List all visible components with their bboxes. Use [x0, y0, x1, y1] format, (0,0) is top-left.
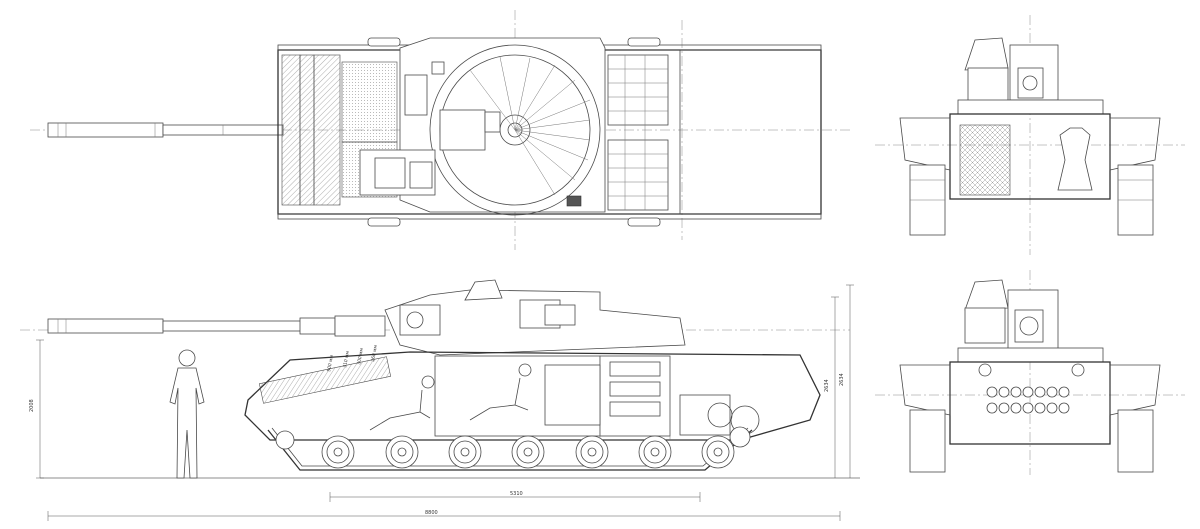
top-view [30, 10, 850, 250]
ammo-round [1046, 402, 1058, 414]
overall-length-label: 8800 [425, 510, 438, 516]
ammo-round [998, 386, 1010, 398]
armor-callout-2: 310 мм [342, 351, 351, 369]
armor-callout-3: 300 мм [356, 348, 365, 366]
ammo-round [998, 402, 1010, 414]
road-wheel [448, 435, 482, 469]
top-turret [359, 37, 606, 216]
ammo-round [986, 402, 998, 414]
side-crew [369, 363, 532, 431]
top-ammo-racks [607, 54, 669, 211]
track-length-label: 5310 [510, 491, 523, 497]
road-wheel [638, 435, 672, 469]
armor-callout-1: 500 мм [326, 355, 335, 373]
armor-callout-4: 260 мм [370, 345, 379, 363]
ammo-round [986, 386, 998, 398]
road-wheel [385, 435, 419, 469]
side-track [267, 426, 753, 471]
ammo-round [1022, 386, 1034, 398]
overall-height-label: 2634 [839, 373, 845, 386]
road-wheel [575, 435, 609, 469]
road-wheel [701, 435, 735, 469]
idler-wheel [275, 430, 295, 450]
armor-callouts: 500 мм 310 мм 300 мм 260 мм [326, 345, 379, 373]
human-height-label: 2008 [29, 399, 35, 412]
road-wheel [511, 435, 545, 469]
side-view: 500 мм 310 мм 300 мм 260 мм 2008 2634 26… [20, 279, 860, 521]
side-hull [244, 351, 821, 441]
side-gun-barrel [47, 315, 386, 337]
drive-sprocket [729, 426, 751, 448]
ammo-round [1046, 386, 1058, 398]
ammo-round [1034, 402, 1046, 414]
human-silhouette [169, 349, 205, 479]
ammo-round [1058, 402, 1070, 414]
dimension-lines: 2008 2634 2634 5310 8800 [29, 284, 854, 521]
top-wheel-hubs [367, 37, 661, 227]
rear-section-view [875, 270, 1185, 475]
hull-height-label: 2634 [824, 379, 830, 392]
front-section-view [875, 15, 1185, 255]
ammo-round [1010, 386, 1022, 398]
top-gun-barrel [47, 122, 284, 138]
top-autoloader [469, 56, 591, 196]
ammo-round [1022, 402, 1034, 414]
road-wheel [321, 435, 355, 469]
ammo-round [1010, 402, 1022, 414]
side-turret [384, 279, 686, 356]
ammo-round [1058, 386, 1070, 398]
ammo-round [1034, 386, 1046, 398]
rear-ammo-carousel [986, 386, 1070, 414]
